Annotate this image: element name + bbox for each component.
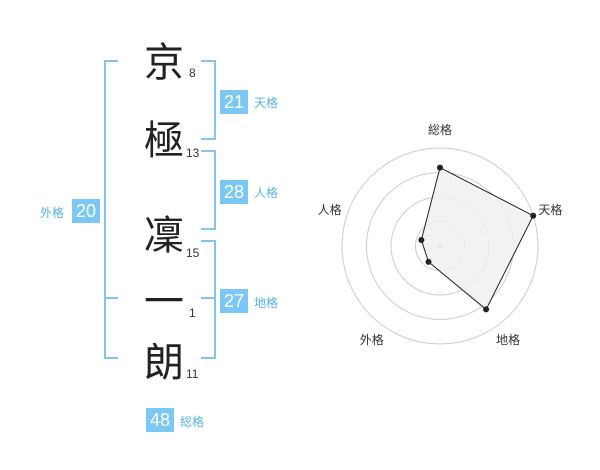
tenkaku-label: 天格 bbox=[254, 96, 279, 110]
jinkaku-label: 人格 bbox=[254, 186, 279, 200]
name-char-4: 一 bbox=[144, 279, 184, 325]
stroke-count-4: 1 bbox=[189, 306, 196, 320]
tenkaku-score: 21 bbox=[220, 90, 248, 114]
gaikaku-bracket bbox=[104, 60, 118, 359]
radar-axis-label: 地格 bbox=[496, 332, 520, 347]
radar-point-5 bbox=[418, 236, 425, 243]
soukaku-label: 総格 bbox=[180, 415, 205, 429]
stroke-count-2: 13 bbox=[186, 146, 200, 160]
chikaku-bracket bbox=[201, 240, 216, 359]
gaikaku-label: 外格 bbox=[40, 206, 65, 220]
radar-axis-label: 外格 bbox=[360, 332, 384, 347]
stroke-count-3: 15 bbox=[186, 246, 200, 260]
stroke-count-5: 11 bbox=[186, 367, 199, 381]
radar-point-1 bbox=[437, 164, 443, 171]
radar-point-3 bbox=[483, 306, 490, 313]
chikaku-label: 地格 bbox=[254, 296, 279, 310]
stroke-count-1: 8 bbox=[189, 66, 196, 80]
radar-axis-label: 人格 bbox=[318, 202, 342, 217]
radar-axis-label: 総格 bbox=[428, 122, 452, 137]
jinkaku-bracket bbox=[201, 150, 216, 230]
name-char-1: 京 bbox=[144, 40, 184, 86]
soukaku-score: 48 bbox=[146, 408, 174, 432]
radar-grid-ring bbox=[341, 147, 539, 345]
jinkaku-score: 28 bbox=[220, 180, 248, 204]
radar-point-4 bbox=[425, 258, 432, 265]
radar-series-polygon bbox=[420, 166, 534, 311]
chikaku-bracket-divider bbox=[201, 297, 216, 299]
name-char-5: 朗 bbox=[144, 340, 184, 386]
name-char-2: 極 bbox=[144, 118, 184, 164]
radar-point-2 bbox=[530, 212, 537, 219]
gaikaku-score: 20 bbox=[72, 199, 100, 223]
name-char-3: 凜 bbox=[144, 213, 184, 259]
gaikaku-bracket-divider bbox=[104, 297, 118, 299]
chikaku-score: 27 bbox=[220, 289, 248, 313]
tenkaku-bracket bbox=[201, 60, 216, 140]
radar-axis-label: 天格 bbox=[538, 202, 562, 217]
